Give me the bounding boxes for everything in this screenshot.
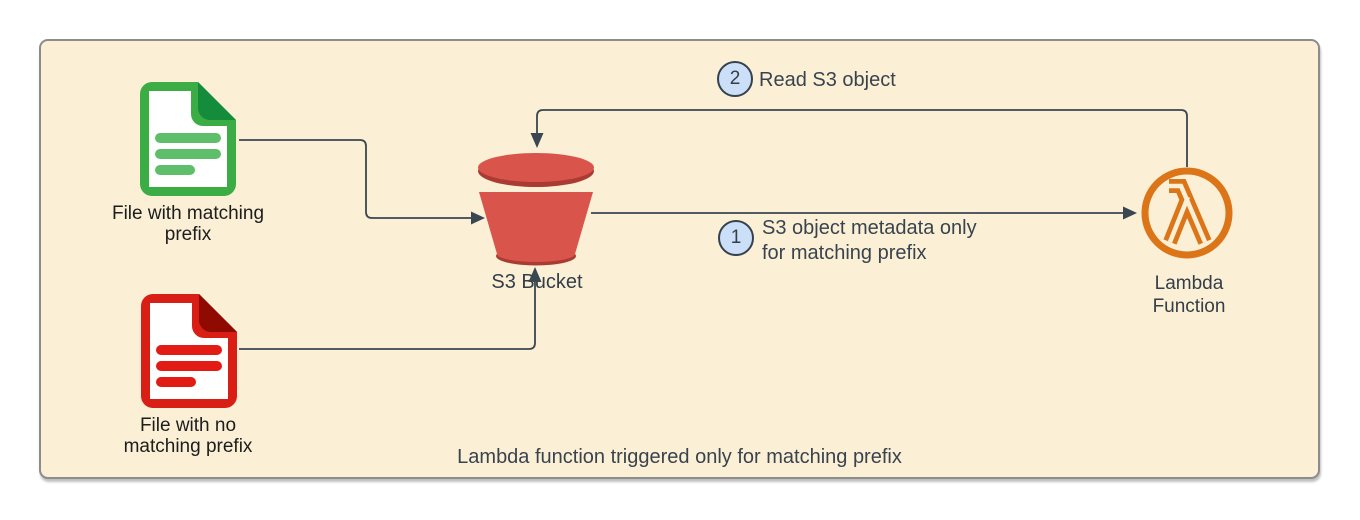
matching-file-icon <box>140 82 236 196</box>
lambda-function-icon <box>1141 167 1233 259</box>
step-2-text: Read S3 object <box>759 69 896 91</box>
non-matching-file-icon <box>141 294 237 408</box>
s3-bucket-icon <box>478 153 594 266</box>
lambda-function-label: Lambda Function <box>1152 273 1226 317</box>
non-matching-file-label: File with no matching prefix <box>123 415 253 457</box>
step-1-badge: 1 <box>718 220 754 256</box>
s3-bucket-label: S3 Bucket <box>491 271 583 293</box>
matching-file-label: File with matching prefix <box>111 203 265 245</box>
step-1-text: S3 object metadata only for matching pre… <box>762 217 977 264</box>
diagram-caption: Lambda function triggered only for match… <box>457 446 902 468</box>
step-2-badge: 2 <box>717 61 753 97</box>
